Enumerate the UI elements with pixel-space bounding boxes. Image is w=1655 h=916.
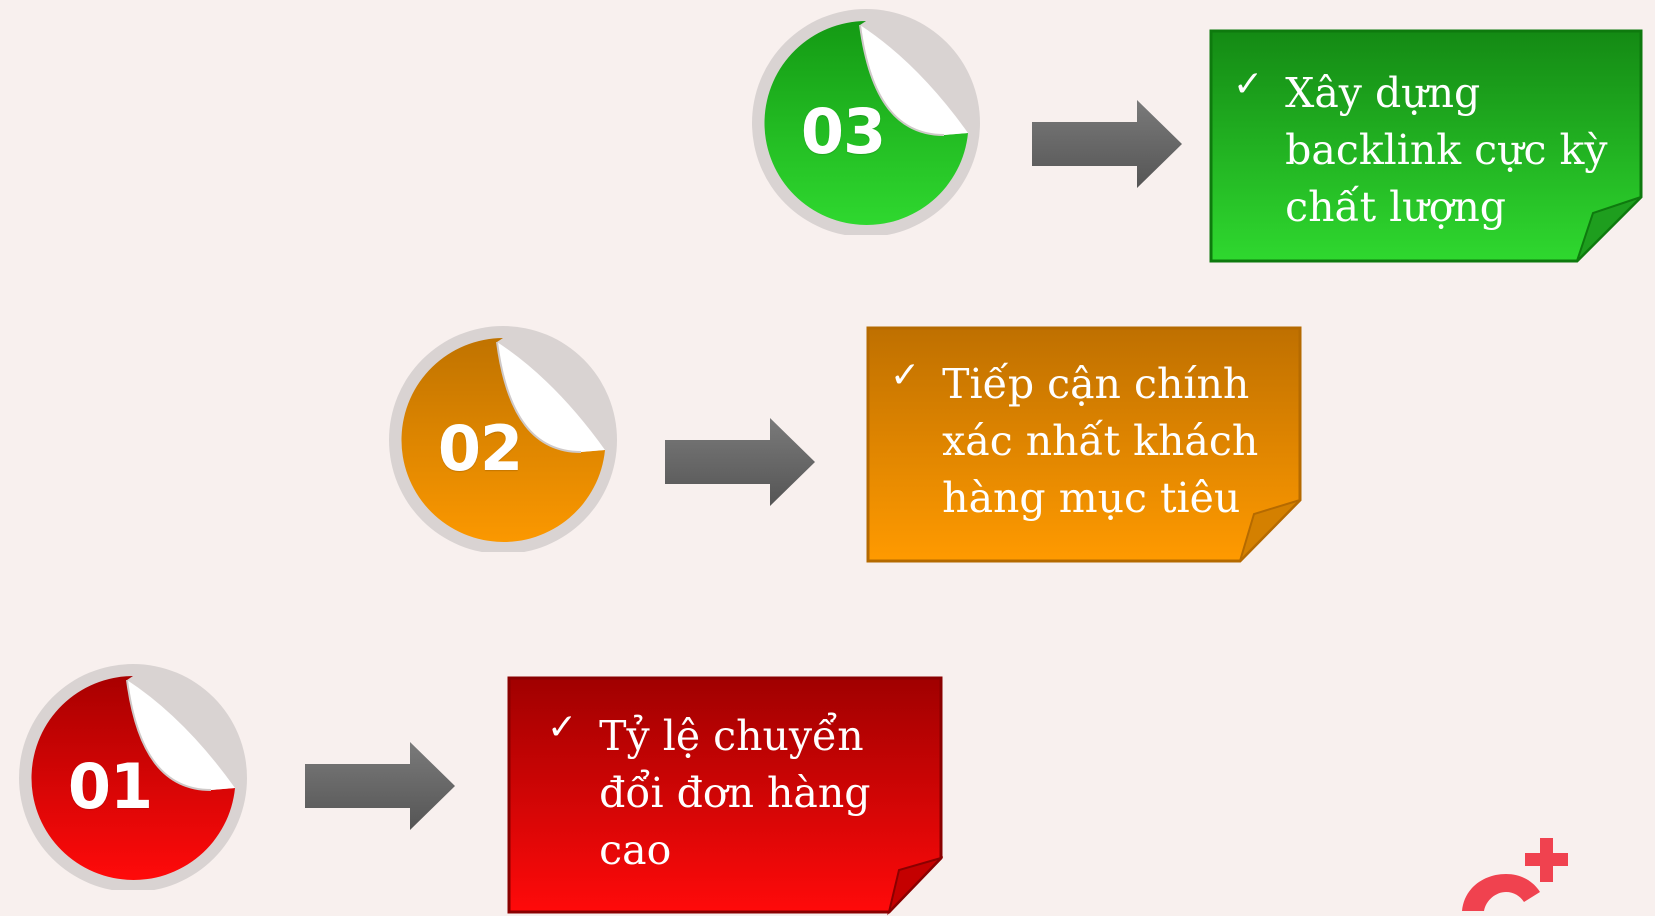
brand-logo-icon xyxy=(1462,838,1568,911)
sticker-badge-03: 03 xyxy=(748,3,980,235)
benefit-text: Tỷ lệ chuyển đổi đơn hàng cao xyxy=(599,712,871,874)
benefit-card-02: ✓ Tiếp cận chính xác nhất khách hàng mục… xyxy=(866,326,1302,563)
benefit-card-01: ✓ Tỷ lệ chuyển đổi đơn hàng cao xyxy=(507,676,943,916)
step-number: 01 xyxy=(67,750,153,823)
arrow-right-icon xyxy=(1032,100,1182,188)
check-icon: ✓ xyxy=(547,707,578,748)
benefit-text: Xây dựng backlink cực kỳ chất lượng xyxy=(1285,69,1608,231)
arrow-right-icon xyxy=(665,418,815,506)
sticker-badge-02: 02 xyxy=(385,320,617,552)
folded-note-shape xyxy=(507,676,943,916)
arrow-right-icon xyxy=(305,742,455,830)
peeled-sticker-icon xyxy=(389,326,617,552)
peeled-sticker-icon xyxy=(19,664,247,890)
folded-note-shape xyxy=(866,326,1302,563)
step-number: 02 xyxy=(437,412,523,485)
check-icon: ✓ xyxy=(890,355,921,396)
benefit-text: Tiếp cận chính xác nhất khách hàng mục t… xyxy=(942,360,1259,522)
check-icon: ✓ xyxy=(1233,64,1264,105)
folded-note-shape xyxy=(1209,29,1643,263)
step-number: 03 xyxy=(800,95,886,168)
benefit-card-03: ✓ Xây dựng backlink cực kỳ chất lượng xyxy=(1209,29,1643,263)
peeled-sticker-icon xyxy=(752,9,980,235)
sticker-badge-01: 01 xyxy=(15,658,247,890)
